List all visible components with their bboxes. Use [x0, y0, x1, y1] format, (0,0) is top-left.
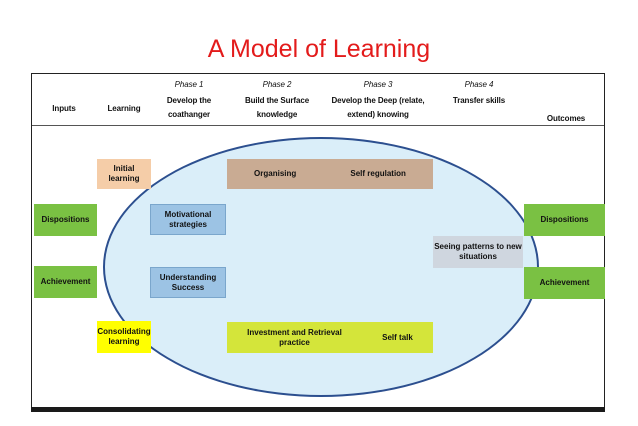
- understanding-line2: Success: [171, 282, 205, 292]
- understanding-line1: Understanding: [159, 272, 217, 282]
- phase2-tag: Phase 2: [262, 80, 292, 89]
- motivational-strategies-box: Motivational strategies: [150, 204, 226, 235]
- phase1-label-line2: coathanger: [167, 110, 211, 119]
- achievement-input-box: Achievement: [34, 266, 97, 298]
- phase2-label-line2: knowledge: [256, 110, 298, 119]
- header-inputs: Inputs: [44, 104, 84, 114]
- header-divider: [32, 125, 604, 126]
- organising-self-regulation-box: Organising Self regulation: [227, 159, 433, 189]
- seeing-patterns-box: Seeing patterns to new situations: [433, 236, 523, 268]
- understanding-success-box: Understanding Success: [150, 267, 226, 298]
- frame-bottom-bar: [31, 407, 605, 412]
- initial-learning-line1: Initial: [113, 164, 135, 173]
- phase3-label-line2: extend) knowing: [347, 110, 409, 119]
- header-outcomes: Outcomes: [540, 114, 592, 124]
- self-regulation-label: Self regulation: [350, 169, 406, 178]
- header-phase2: Phase 2 Build the Surface knowledge: [232, 80, 322, 120]
- self-talk-label: Self talk: [382, 332, 413, 342]
- header-phase4: Phase 4 Transfer skills: [442, 80, 516, 106]
- phase3-tag: Phase 3: [363, 80, 393, 89]
- motivational-line2: strategies: [169, 219, 207, 229]
- dispositions-input-box: Dispositions: [34, 204, 97, 236]
- investment-line2: practice: [279, 337, 310, 347]
- dispositions-input-label: Dispositions: [41, 215, 90, 224]
- dispositions-outcome-box: Dispositions: [524, 204, 605, 236]
- investment-line1: Investment and Retrieval: [247, 327, 342, 337]
- motivational-line1: Motivational: [164, 209, 212, 219]
- header-outcomes-label: Outcomes: [546, 114, 586, 123]
- seeing-patterns-line1: Seeing patterns to new: [434, 242, 522, 251]
- consolidating-line1: Consolidating: [97, 327, 151, 336]
- consolidating-learning-box: Consolidating learning: [97, 321, 151, 353]
- header-phase3: Phase 3 Develop the Deep (relate, extend…: [328, 80, 428, 120]
- page-title: A Model of Learning: [207, 35, 431, 63]
- consolidating-line2: learning: [108, 337, 140, 346]
- investment-label: Investment and Retrieval practice: [247, 328, 342, 348]
- achievement-input-label: Achievement: [40, 277, 91, 286]
- achievement-outcome-box: Achievement: [524, 267, 605, 299]
- organising-label: Organising: [254, 169, 297, 178]
- dispositions-outcome-label: Dispositions: [540, 215, 589, 224]
- phase4-tag: Phase 4: [464, 80, 494, 89]
- header-phase1: Phase 1 Develop the coathanger: [152, 80, 226, 120]
- initial-learning-line2: learning: [108, 174, 140, 183]
- seeing-patterns-line2: situations: [459, 252, 497, 261]
- initial-learning-box: Initial learning: [97, 159, 151, 189]
- phase2-label-line1: Build the Surface: [244, 96, 310, 105]
- investment-self-talk-box: Investment and Retrieval practice Self t…: [227, 322, 433, 353]
- phase3-label-line1: Develop the Deep (relate,: [331, 96, 425, 105]
- achievement-outcome-label: Achievement: [539, 278, 590, 287]
- header-learning: Learning: [100, 104, 148, 114]
- phase1-tag: Phase 1: [174, 80, 204, 89]
- phase4-label: Transfer skills: [452, 96, 506, 105]
- header-inputs-label: Inputs: [52, 104, 76, 113]
- header-learning-label: Learning: [107, 104, 141, 113]
- phase1-label-line1: Develop the: [166, 96, 212, 105]
